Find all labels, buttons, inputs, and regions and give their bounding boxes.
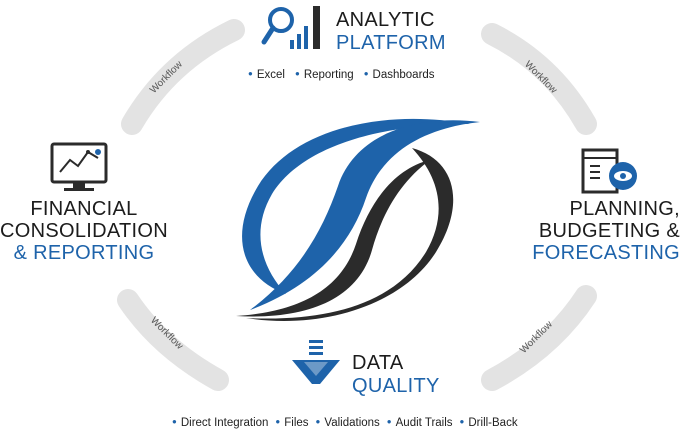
data-quality-item: Direct Integration [172,417,269,429]
financial-title-line1: FINANCIAL [30,198,138,220]
ring-arc-top-left [121,19,245,135]
data-quality-item: Validations [316,417,379,429]
data-quality-items: Direct Integration Files Validations Aud… [172,417,518,429]
center-logo [236,118,480,322]
eye-document-icon [581,148,637,194]
data-quality-title-line2: QUALITY [352,375,440,397]
funnel-icon [292,340,340,384]
financial-title-line3: & REPORTING [13,242,155,264]
planning-title: PLANNING, BUDGETING & FORECASTING [512,198,680,264]
analytic-item: Excel [248,69,285,81]
analytic-title-line2: PLATFORM [336,32,446,54]
financial-title: FINANCIAL CONSOLIDATION & REPORTING [0,198,168,264]
data-quality-item: Drill-Back [460,417,517,429]
logo-arc-dark [246,148,454,322]
logo-swoosh-dark [236,160,430,317]
data-quality-item: Audit Trails [387,417,453,429]
logo-arc-blue [242,118,470,294]
analytic-items: Excel Reporting Dashboards [248,69,435,81]
planning-title-line3: FORECASTING [532,242,680,264]
financial-title-line2: CONSOLIDATION [0,220,168,242]
ring-arc-top-right [481,23,597,135]
analytic-item: Dashboards [364,69,435,81]
ring-arc-bottom-left [117,289,229,391]
planning-title-line1: PLANNING, [569,198,680,220]
magnifier-bar-chart-icon [261,6,320,49]
monitor-chart-icon [50,142,108,191]
analytic-item: Reporting [295,69,354,81]
data-quality-item: Files [275,417,308,429]
analytic-title-line1: ANALYTIC [336,9,435,31]
logo-swoosh-blue [250,120,480,310]
ring-arc-bottom-right [481,285,597,391]
data-quality-title-line1: DATA [352,352,404,374]
planning-title-line2: BUDGETING & [538,220,680,242]
